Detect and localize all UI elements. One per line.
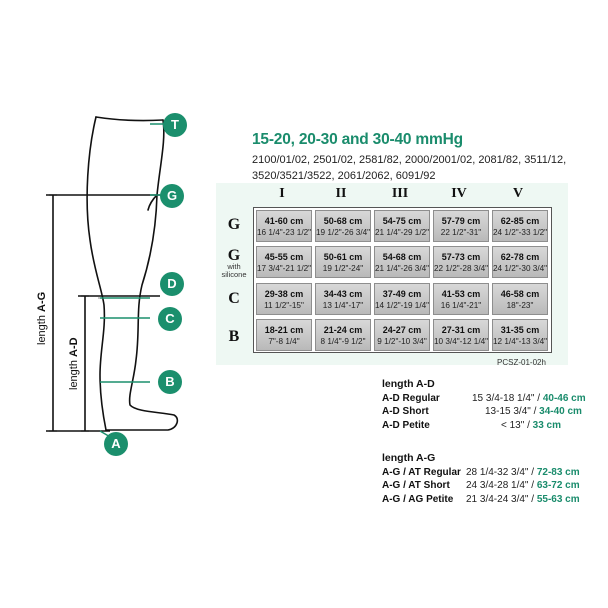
column-header-i: I (279, 186, 285, 201)
crotch-line (147, 194, 158, 211)
length-ad-section: length A-D A-D Regular 15 3/4-18 1/4" / … (382, 378, 592, 432)
column-header-ii: II (335, 186, 347, 201)
size-cell-inches: 21 1/4"-29 1/2" (375, 228, 430, 237)
marker-d: D (160, 272, 184, 296)
size-cell-inches: 12 1/4"-13 3/4" (493, 337, 548, 346)
size-grid: 41-60 cm 16 1/4"-23 1/2" 50-68 cm 19 1/2"-2… (253, 207, 552, 353)
waist-outline (95, 116, 164, 122)
size-cell-cm: 24-27 cm (382, 325, 422, 335)
size-cell-inches: 24 1/2"-30 3/4" (493, 264, 548, 273)
marker-b: B (158, 370, 182, 394)
size-cell: 45-55 cm 17 3/4"-21 1/2" (256, 246, 312, 278)
size-cell-cm: 45-55 cm (264, 252, 304, 262)
size-cell: 21-24 cm 8 1/4"-9 1/2" (315, 319, 371, 351)
size-cell-inches: 19 1/2"-26 3/4" (316, 228, 371, 237)
size-cell-inches: 18"-23" (506, 301, 534, 310)
marker-c: C (158, 307, 182, 331)
size-cell-inches: 16 1/4"-21" (440, 301, 482, 310)
size-cell-inches: 22 1/2"-28 3/4" (434, 264, 489, 273)
size-cell-cm: 54-75 cm (382, 216, 422, 226)
size-cell-inches: 13 1/4"-17" (322, 301, 364, 310)
length-ad-row: A-D Short 13-15 3/4" / 34-40 cm (382, 406, 582, 417)
size-cell: 41-53 cm 16 1/4"-21" (433, 283, 489, 315)
size-cell-cm: 62-85 cm (500, 216, 540, 226)
length-ad-row: A-D Petite < 13" / 33 cm (382, 419, 561, 431)
size-cell: 62-85 cm 24 1/2"-33 1/2" (492, 210, 548, 242)
size-cell: 29-38 cm 11 1/2"-15" (256, 283, 312, 315)
leg-diagram (46, 116, 179, 439)
marker-a: A (104, 432, 128, 456)
size-cell-cm: 50-68 cm (323, 216, 363, 226)
size-cell-inches: 9 1/2"-10 3/4" (377, 337, 427, 346)
size-cell-inches: 10 3/4"-12 1/4" (434, 337, 489, 346)
size-cell: 46-58 cm 18"-23" (492, 283, 548, 315)
size-cell-cm: 21-24 cm (323, 325, 363, 335)
length-ag-heading: length A-G (382, 452, 436, 464)
size-cell-inches: 8 1/4"-9 1/2" (320, 337, 366, 346)
size-cell-cm: 46-58 cm (500, 289, 540, 299)
size-cell: 50-68 cm 19 1/2"-26 3/4" (315, 210, 371, 242)
size-cell: 41-60 cm 16 1/4"-23 1/2" (256, 210, 312, 242)
size-cell: 57-79 cm 22 1/2"-31" (433, 210, 489, 242)
length-ad-row: A-D Regular 15 3/4-18 1/4" / 40-46 cm (382, 392, 586, 404)
size-cell: 54-68 cm 21 1/4"-26 3/4" (374, 246, 430, 278)
size-cell-cm: 41-60 cm (264, 216, 304, 226)
style-numbers: 2100/01/02, 2501/02, 2581/82, 2000/2001/… (252, 154, 567, 182)
size-cell-cm: 54-68 cm (382, 252, 422, 262)
row-header-g: G (227, 216, 241, 233)
size-cell-cm: 37-49 cm (382, 289, 422, 299)
marker-t: T (163, 113, 187, 137)
size-cell: 37-49 cm 14 1/2"-19 1/4" (374, 283, 430, 315)
column-header-iv: IV (451, 186, 467, 201)
size-cell-cm: 57-79 cm (441, 216, 481, 226)
size-cell-inches: 16 1/4"-23 1/2" (257, 228, 312, 237)
size-cell-cm: 18-21 cm (264, 325, 304, 335)
length-ag-label: length A-G (36, 291, 48, 345)
size-cell: 50-61 cm 19 1/2"-24" (315, 246, 371, 278)
size-cell-inches: 19 1/2"-24" (322, 264, 364, 273)
leg-outline-left (86, 116, 107, 431)
size-cell-cm: 27-31 cm (441, 325, 481, 335)
size-cell-inches: 21 1/4"-26 3/4" (375, 264, 430, 273)
length-ag-row: A-G / AT Regular 28 1/4-32 3/4" / 72-83 … (382, 466, 580, 478)
length-ag-row: A-G / AT Short 24 3/4-28 1/4" / 63-72 cm (382, 480, 580, 491)
chart-code: PCSZ-01-02h (497, 358, 546, 367)
length-ag-section: length A-G A-G / AT Regular 28 1/4-32 3/… (382, 452, 597, 506)
column-header-iii: III (391, 186, 409, 201)
size-cell-cm: 50-61 cm (323, 252, 363, 262)
size-cell: 31-35 cm 12 1/4"-13 3/4" (492, 319, 548, 351)
size-cell: 54-75 cm 21 1/4"-29 1/2" (374, 210, 430, 242)
size-cell: 27-31 cm 10 3/4"-12 1/4" (433, 319, 489, 351)
size-cell-cm: 62-78 cm (500, 252, 540, 262)
compression-title: 15-20, 20-30 and 30-40 mmHg (252, 131, 463, 148)
size-cell-inches: 11 1/2"-15" (264, 301, 304, 310)
size-cell: 24-27 cm 9 1/2"-10 3/4" (374, 319, 430, 351)
length-ad-label: length A-D (68, 337, 80, 390)
column-header-v: V (512, 186, 524, 201)
size-cell: 34-43 cm 13 1/4"-17" (315, 283, 371, 315)
marker-g: G (160, 184, 184, 208)
size-cell: 62-78 cm 24 1/2"-30 3/4" (492, 246, 548, 278)
size-cell-cm: 34-43 cm (323, 289, 363, 299)
length-ag-row: A-G / AG Petite 21 3/4-24 3/4" / 55-63 c… (382, 493, 580, 505)
row-header-b: B (228, 328, 240, 345)
row-header-c: C (228, 290, 240, 307)
size-cell: 57-73 cm 22 1/2"-28 3/4" (433, 246, 489, 278)
size-cell-inches: 7"-8 1/4" (268, 337, 300, 346)
size-cell-inches: 14 1/2"-19 1/4" (375, 301, 430, 310)
size-cell-inches: 24 1/2"-33 1/2" (493, 228, 548, 237)
size-cell-inches: 17 3/4"-21 1/2" (257, 264, 312, 273)
size-cell: 18-21 cm 7"-8 1/4" (256, 319, 312, 351)
size-cell-cm: 57-73 cm (441, 252, 481, 262)
length-ad-heading: length A-D (382, 378, 435, 390)
size-cell-cm: 31-35 cm (500, 325, 540, 335)
size-cell-cm: 41-53 cm (441, 289, 481, 299)
size-cell-cm: 29-38 cm (264, 289, 304, 299)
size-cell-inches: 22 1/2"-31" (440, 228, 482, 237)
